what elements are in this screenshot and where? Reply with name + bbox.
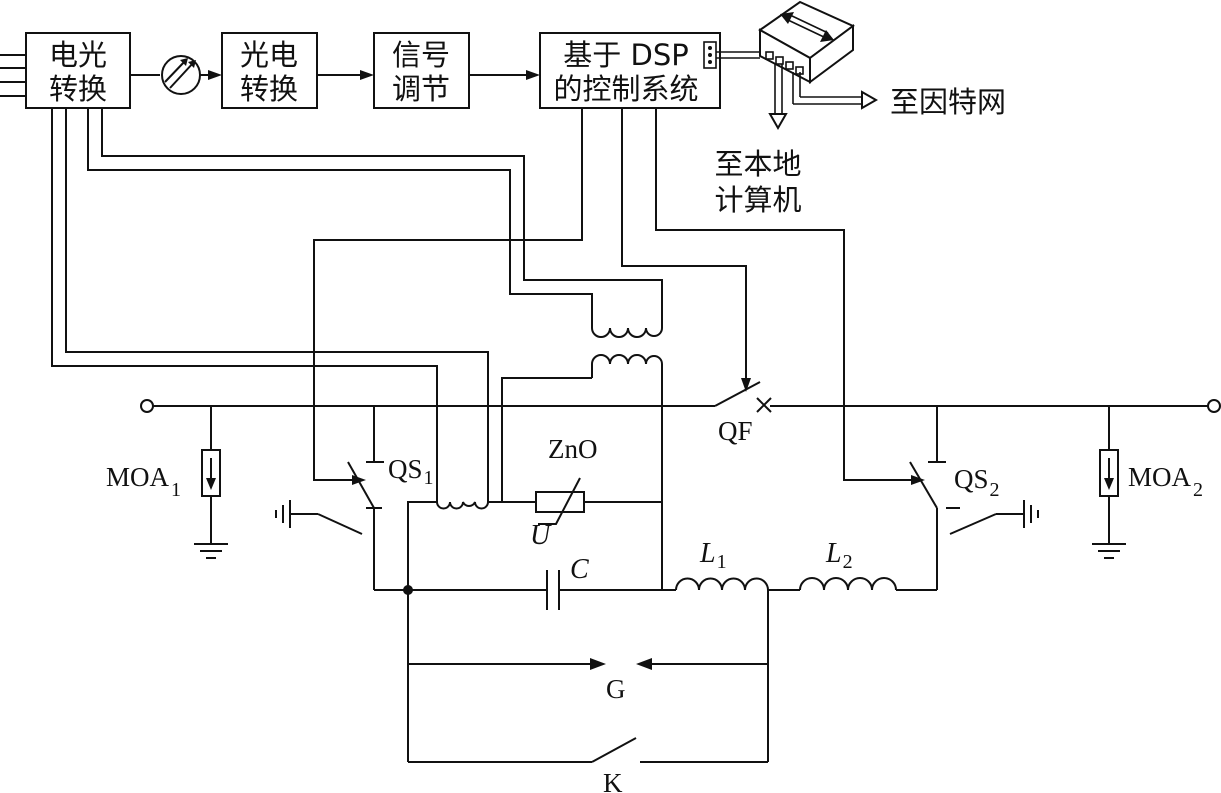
qs1-switch-icon (275, 406, 384, 590)
oe-convert-line2: 转换 (240, 72, 298, 106)
moa1-arrester-icon (194, 406, 228, 559)
qs2-label: QS2 (954, 464, 1000, 501)
capacitor-icon (546, 570, 560, 610)
network-hub-icon (758, 0, 855, 84)
to-local-line1: 至本地 (714, 147, 801, 181)
to-internet-label: 至因特网 (890, 85, 1006, 119)
dsp-control-block: 基于 DSP 的控制系统 (539, 32, 721, 109)
to-local-line2: 计算机 (714, 183, 801, 217)
qs2-switch-icon (909, 406, 1039, 590)
bypass-switch-k-icon (408, 737, 768, 763)
hub-to-local-link (768, 64, 788, 131)
l2-label: L2 (825, 538, 853, 573)
dsp-control-line1: 基于 DSP (563, 38, 688, 72)
u-label: U (530, 520, 552, 551)
l1-label: L1 (699, 538, 727, 573)
eo-convert-block: 电光 转换 (25, 32, 131, 109)
hub-to-internet-link (792, 72, 879, 110)
eo-convert-line2: 转换 (49, 72, 107, 106)
c-label: C (570, 554, 589, 585)
k-label: K (603, 768, 623, 793)
oe-signal-arrow-icon (360, 70, 374, 80)
signal-cond-line2: 调节 (392, 72, 450, 106)
signal-dsp-arrow-icon (526, 70, 540, 80)
optical-fiber-icon (161, 55, 201, 95)
signal-cond-line1: 信号 (392, 38, 450, 72)
l2-inductor-icon (799, 577, 897, 591)
current-transformer-icon (436, 501, 489, 510)
moa2-arrester-icon (1092, 406, 1126, 559)
dsp-control-line2: 的控制系统 (553, 72, 698, 106)
spark-gap-icon (407, 590, 769, 762)
oe-convert-line1: 光电 (240, 38, 298, 72)
fiber-arrow-icon (208, 70, 222, 80)
coupling-transformer-icon (501, 316, 663, 590)
eo-convert-line1: 电光 (49, 38, 107, 72)
qs1-label: QS1 (388, 454, 434, 489)
oe-convert-block: 光电 转换 (221, 32, 318, 109)
g-label: G (606, 674, 626, 704)
zno-varistor-icon (535, 477, 585, 525)
zno-label: ZnO (548, 434, 598, 464)
sensing-wires (51, 108, 925, 502)
signal-cond-block: 信号 调节 (373, 32, 470, 109)
zno-branch-left-wire (407, 501, 437, 590)
fiber-input-lines (0, 54, 26, 97)
dsp-hub-cable (716, 51, 760, 59)
qf-label: QF (718, 416, 753, 446)
l1-inductor-icon (675, 577, 769, 591)
main-busbar (140, 381, 1221, 413)
